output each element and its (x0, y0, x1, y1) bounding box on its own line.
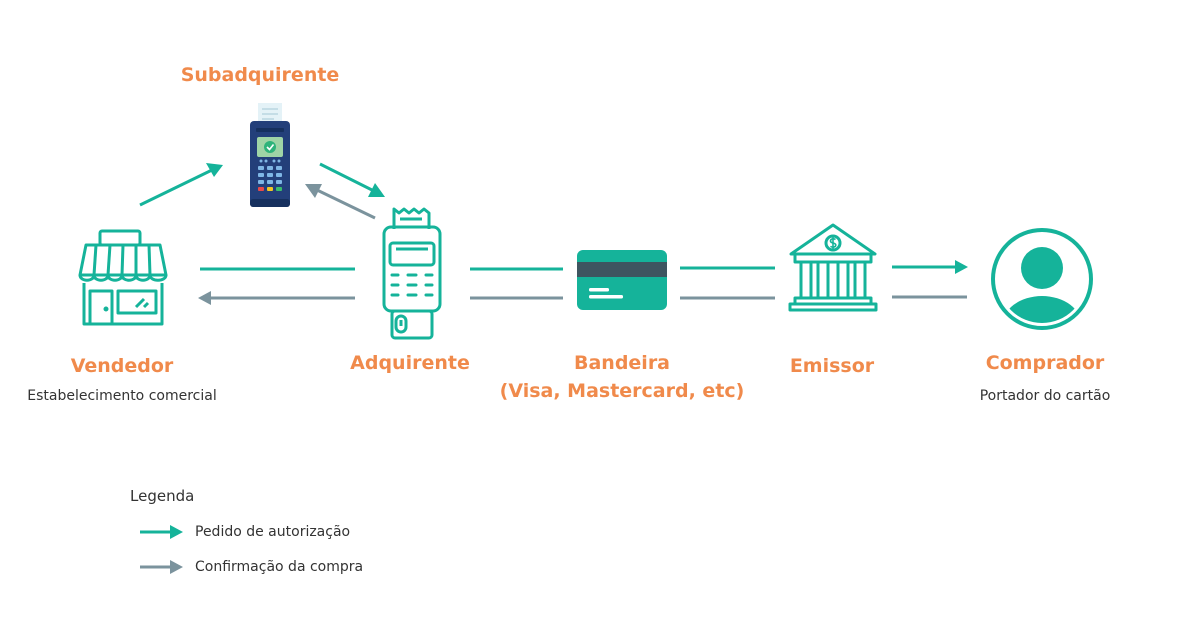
bandeira-title: Bandeira (573, 352, 671, 374)
arrow-head (170, 560, 183, 574)
emissor-title: Emissor (789, 355, 875, 377)
arrow-head (206, 163, 223, 177)
arrow-head (305, 184, 322, 198)
vendedor-title: Vendedor (70, 355, 174, 377)
vendedor-subtitle: Estabelecimento comercial (27, 388, 217, 404)
comprador-title: Comprador (985, 352, 1105, 374)
arrow-head (368, 183, 385, 197)
user-icon (991, 228, 1093, 330)
store-icon (78, 229, 168, 326)
arrow-vendedor-to-subadquirente (139, 168, 213, 207)
arrow-subadquirente-to-adquirente (319, 162, 375, 193)
pos-terminal-icon (382, 207, 442, 340)
legend-item-confirmation: Confirmação da compra (195, 559, 364, 575)
legend-title: Legenda (130, 487, 195, 505)
credit-card-icon (577, 250, 667, 310)
arrow-head (198, 291, 211, 305)
arrow-head (955, 260, 968, 274)
subadquirente-title: Subadquirente (180, 64, 340, 86)
comprador-subtitle: Portador do cartão (979, 388, 1111, 404)
arrow-head (170, 525, 183, 539)
legend-item-authorization: Pedido de autorização (195, 524, 351, 540)
card-machine-icon (250, 103, 290, 207)
bandeira-subtitle: (Visa, Mastercard, etc) (499, 380, 745, 402)
adquirente-title: Adquirente (350, 352, 470, 374)
arrow-adquirente-to-subadquirente (316, 188, 376, 220)
bank-icon (788, 223, 878, 312)
